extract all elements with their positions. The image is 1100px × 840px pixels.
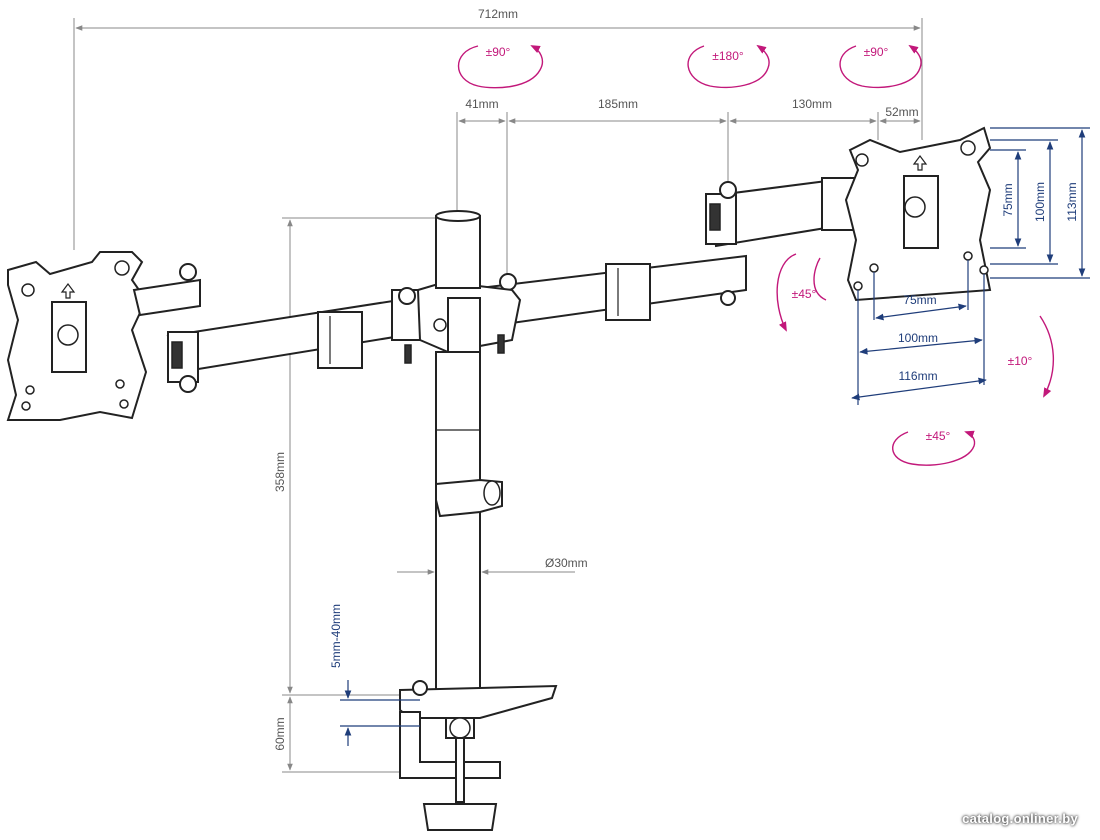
desk-clamp [399, 680, 558, 831]
right-swivel-label: ±90° [864, 45, 889, 59]
desk-thickness-label: 5mm-40mm [329, 604, 343, 668]
rotation-arrows [457, 44, 1054, 466]
vesa-100-width-label: 100mm [898, 331, 938, 345]
clamp-height-label: 60mm [273, 717, 287, 750]
dimension-lines [73, 18, 923, 773]
tilt-label: ±10° [1008, 354, 1033, 368]
right-arm [478, 176, 867, 328]
vesa-dimension-lines [340, 127, 1090, 746]
pole-diameter-label: Ø30mm [545, 556, 588, 570]
offset-52-label: 52mm [885, 105, 918, 119]
mid-swivel-label: ±180° [712, 49, 744, 63]
arm-41-label: 41mm [465, 97, 498, 111]
labels: 712mm 41mm 185mm 130mm 52mm Ø30mm 358mm … [273, 7, 1079, 751]
arm-130-label: 130mm [792, 97, 832, 111]
vesa-75-width-label: 75mm [903, 293, 936, 307]
vesa-100-height-label: 100mm [1033, 182, 1047, 222]
pole-height-label: 358mm [273, 452, 287, 492]
rotate-label: ±45° [792, 287, 817, 301]
pole-hub [404, 280, 522, 364]
plate-116-width-label: 116mm [898, 369, 937, 383]
bottom-swivel-label: ±45° [926, 429, 951, 443]
pole [435, 210, 503, 693]
left-swivel-label: ±90° [486, 45, 511, 59]
plate-113-height-label: 113mm [1065, 182, 1079, 221]
vesa-75-height-label: 75mm [1001, 183, 1015, 216]
left-arm [132, 263, 433, 393]
arm-185-label: 185mm [598, 97, 638, 111]
right-vesa-plate [844, 126, 992, 302]
total-width-label: 712mm [478, 7, 518, 21]
left-vesa-plate [6, 251, 148, 421]
watermark: catalog.onliner.by [962, 811, 1078, 826]
